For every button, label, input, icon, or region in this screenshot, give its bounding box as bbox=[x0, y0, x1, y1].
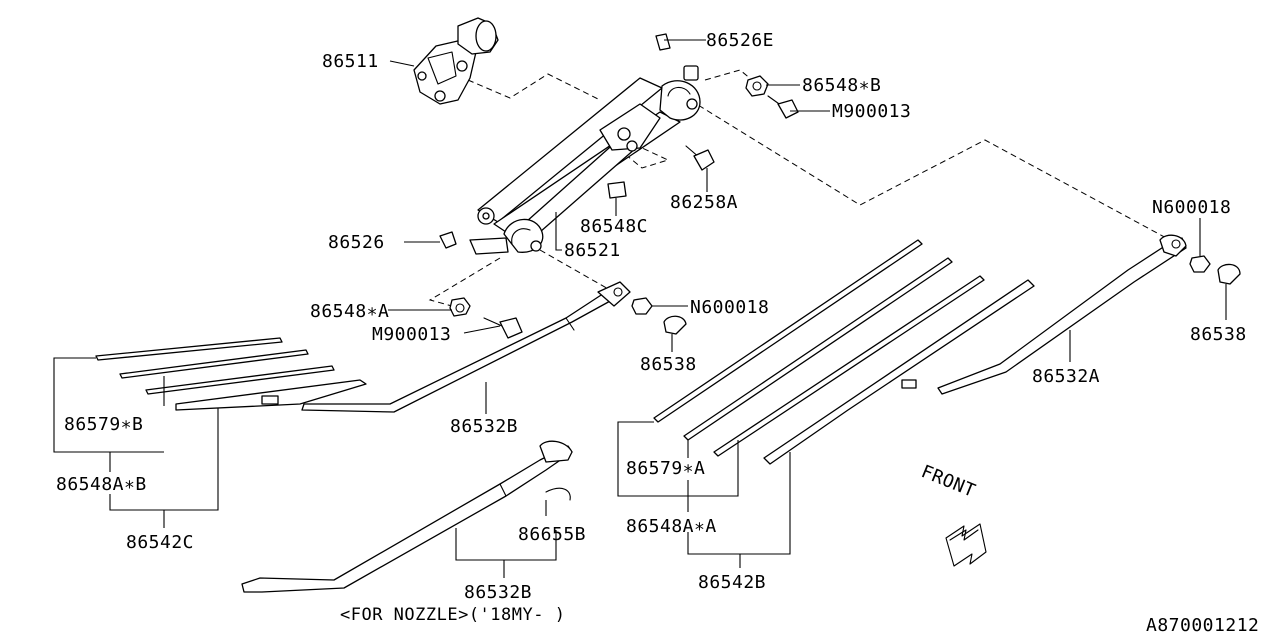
label-86538-right: 86538 bbox=[1190, 324, 1247, 345]
part-labels: 86511 86526E 86548∗B M900013 86258A 8654… bbox=[56, 30, 1259, 636]
label-86538-mid: 86538 bbox=[640, 354, 697, 375]
label-86532A: 86532A bbox=[1032, 366, 1100, 387]
wiper-motor bbox=[413, 17, 499, 105]
right-wiper-blades bbox=[653, 239, 1035, 465]
label-86511: 86511 bbox=[322, 51, 379, 72]
label-86548C: 86548C bbox=[580, 216, 648, 237]
label-86526: 86526 bbox=[328, 232, 385, 253]
hardware bbox=[439, 33, 1241, 339]
label-86526E: 86526E bbox=[706, 30, 774, 51]
left-wiper-blades bbox=[95, 337, 367, 411]
wiper-linkage bbox=[469, 65, 701, 255]
label-86548B: 86548∗B bbox=[802, 75, 881, 96]
label-86548AB: 86548A∗B bbox=[56, 474, 147, 495]
nozzle-note: <FOR NOZZLE>('18MY- ) bbox=[340, 605, 565, 625]
label-86548A: 86548∗A bbox=[310, 301, 389, 322]
leader-lines bbox=[53, 39, 1227, 578]
label-86579B: 86579∗B bbox=[64, 414, 143, 435]
double-arrow-icon bbox=[945, 523, 987, 567]
label-86532B-nozzle: 86532B bbox=[464, 582, 532, 603]
label-M900013-left: M900013 bbox=[372, 324, 451, 345]
label-86532B-left: 86532B bbox=[450, 416, 518, 437]
label-86542B: 86542B bbox=[698, 572, 766, 593]
label-M900013-top: M900013 bbox=[832, 101, 911, 122]
nozzle-wiper-arm bbox=[241, 440, 573, 593]
label-86548AA: 86548A∗A bbox=[626, 516, 717, 537]
label-N600018-mid: N600018 bbox=[690, 297, 769, 318]
left-wiper-arm bbox=[301, 281, 631, 413]
label-86579A: 86579∗A bbox=[626, 458, 705, 479]
diagram-id: A870001212 bbox=[1146, 615, 1259, 636]
label-N600018-right: N600018 bbox=[1152, 197, 1231, 218]
label-86655B: 86655B bbox=[518, 524, 586, 545]
right-wiper-arm bbox=[937, 234, 1187, 395]
label-86521: 86521 bbox=[564, 240, 621, 261]
front-label: FRONT bbox=[918, 461, 978, 502]
label-86258A: 86258A bbox=[670, 192, 738, 213]
label-86542C: 86542C bbox=[126, 532, 194, 553]
assembly-lines bbox=[428, 69, 1171, 307]
